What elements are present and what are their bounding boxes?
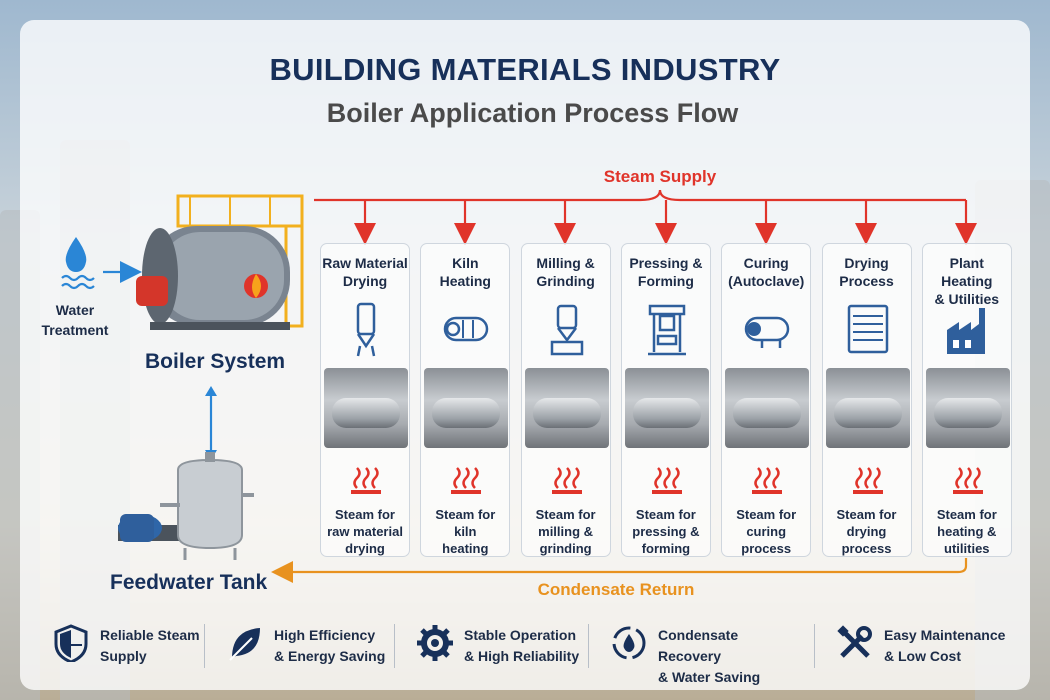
heat-icon bbox=[651, 467, 682, 494]
mill-icon bbox=[550, 304, 583, 356]
stage-description: Steam for raw material drying bbox=[327, 507, 403, 556]
stage-title: Raw Material Drying bbox=[322, 255, 408, 289]
heat-icon bbox=[451, 467, 482, 494]
feature-label: Condensate Recovery & Water Saving bbox=[658, 627, 761, 685]
stage-title: Curing (Autoclave) bbox=[728, 255, 805, 289]
heat-icon bbox=[752, 467, 783, 494]
heat-icon bbox=[852, 467, 883, 494]
tools-icon bbox=[837, 625, 872, 658]
equipment-photo bbox=[925, 368, 1010, 448]
feature-divider bbox=[588, 624, 589, 668]
equipment-shape bbox=[432, 398, 501, 428]
water-treatment-label: Water Treatment bbox=[41, 302, 109, 338]
stage-description: Steam for milling & grinding bbox=[535, 507, 596, 556]
equipment-shape bbox=[532, 398, 601, 428]
stage-description: Steam for pressing & forming bbox=[632, 507, 700, 556]
autoclave-icon bbox=[744, 316, 790, 348]
feature-divider bbox=[204, 624, 205, 668]
shield-icon bbox=[54, 624, 88, 662]
stage-title: Milling & Grinding bbox=[536, 255, 595, 289]
feature-label: Reliable Steam Supply bbox=[100, 627, 200, 664]
leaf-icon bbox=[229, 628, 260, 661]
equipment-photo bbox=[725, 368, 810, 448]
kiln-icon bbox=[444, 316, 489, 342]
feature-label: Easy Maintenance & Low Cost bbox=[884, 627, 1006, 664]
feedwater-tank-label: Feedwater Tank bbox=[110, 571, 268, 594]
stage-title: Pressing & Forming bbox=[629, 255, 703, 289]
page-subtitle: Boiler Application Process Flow bbox=[326, 98, 739, 128]
equipment-shape bbox=[632, 398, 701, 428]
stage-description: Steam for heating & utilities bbox=[936, 507, 997, 556]
equipment-photo bbox=[424, 368, 509, 448]
stage-title: Kiln Heating bbox=[439, 255, 491, 289]
heat-icon bbox=[551, 467, 582, 494]
steam-supply-label: Steam Supply bbox=[603, 167, 717, 186]
dryer-icon bbox=[847, 304, 888, 354]
equipment-shape bbox=[733, 398, 802, 428]
gear-icon bbox=[417, 625, 453, 661]
feature-divider bbox=[814, 624, 815, 668]
factory-icon bbox=[946, 308, 985, 354]
condensate-return-label: Condensate Return bbox=[537, 580, 695, 599]
stage-description: Steam for drying process bbox=[836, 507, 897, 556]
equipment-photo bbox=[825, 368, 910, 448]
process-stage: Curing (Autoclave) Steam for curing proce… bbox=[721, 243, 812, 557]
press-icon bbox=[647, 304, 686, 356]
heat-icon bbox=[351, 467, 381, 494]
equipment-photo bbox=[524, 368, 609, 448]
recycle-drop-icon bbox=[612, 626, 646, 660]
feature-divider bbox=[394, 624, 395, 668]
stage-title: Drying Process bbox=[839, 255, 894, 289]
stage-title: Plant Heating & Utilities bbox=[934, 255, 1000, 307]
equipment-shape bbox=[833, 398, 902, 428]
equipment-photo bbox=[624, 368, 709, 448]
feature-label: Stable Operation & High Reliability bbox=[464, 627, 580, 664]
equipment-shape bbox=[933, 398, 1002, 428]
equipment-photo bbox=[324, 368, 408, 448]
boiler-system-label: Boiler System bbox=[145, 350, 286, 373]
stage-description: Steam for kiln heating bbox=[435, 507, 496, 556]
page-title: BUILDING MATERIALS INDUSTRY bbox=[269, 52, 781, 87]
heat-icon bbox=[952, 467, 983, 494]
feature-label: High Efficiency & Energy Saving bbox=[274, 627, 386, 664]
silo-icon bbox=[356, 302, 376, 357]
stage-description: Steam for curing process bbox=[736, 507, 797, 556]
equipment-shape bbox=[332, 398, 400, 428]
